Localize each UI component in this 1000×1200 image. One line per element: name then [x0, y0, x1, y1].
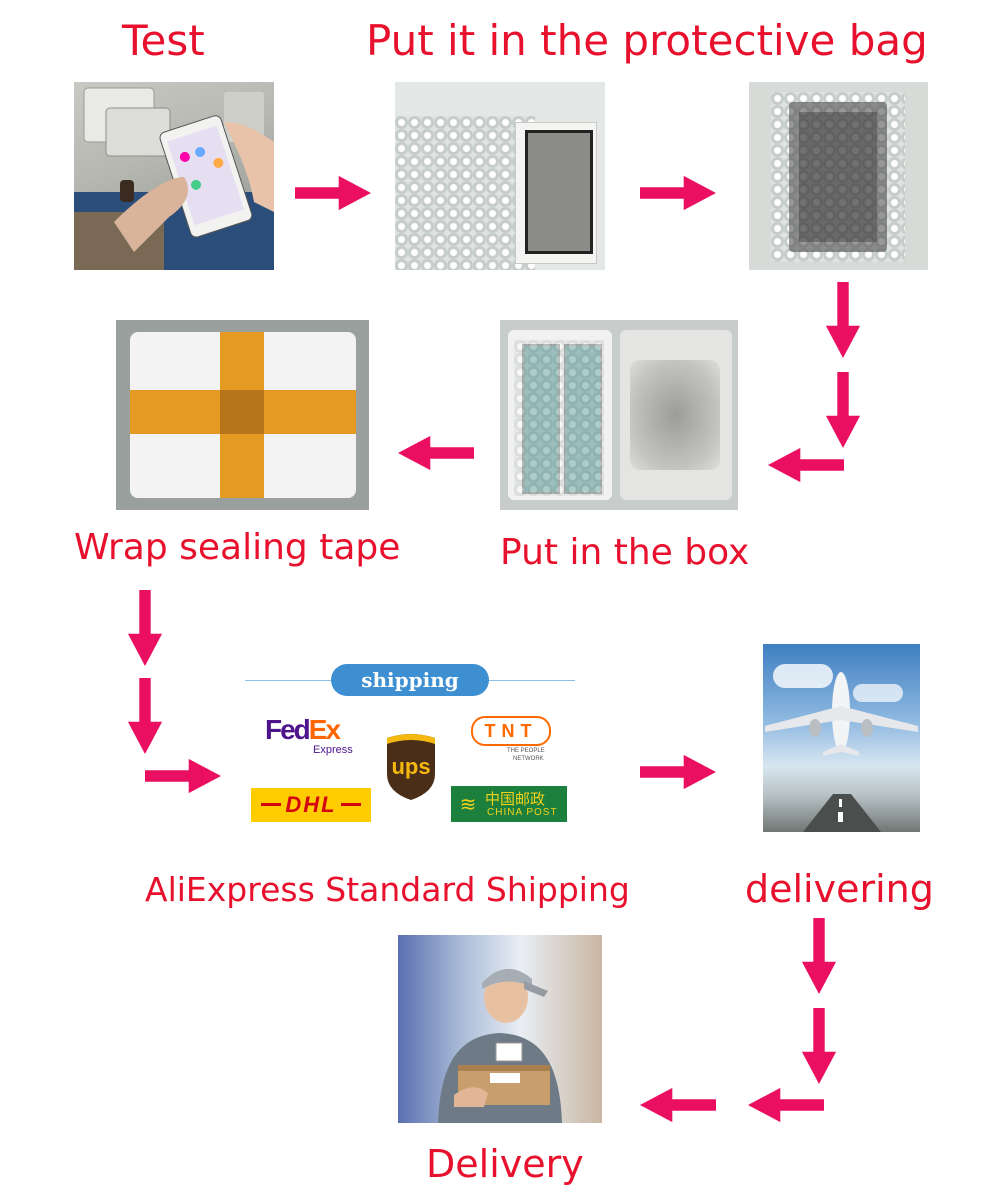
- arrow-icon-down-4: [125, 678, 165, 754]
- china-post-cn: 中国邮政: [485, 790, 546, 808]
- label-test: Test: [122, 16, 205, 65]
- fedex-fed: Fed: [265, 714, 311, 745]
- arrow-icon-box-to-tape: [398, 433, 474, 473]
- label-delivery: Delivery: [426, 1142, 584, 1186]
- fedex-logo: FedEx Express: [265, 714, 365, 758]
- arrow-icon-down-6: [799, 1008, 839, 1084]
- test-illustration: [74, 87, 274, 270]
- label-put-in-box: Put in the box: [500, 532, 750, 573]
- photo-test: [74, 82, 274, 270]
- label-aliexpress-standard-shipping: AliExpress Standard Shipping: [145, 870, 630, 909]
- tnt-tagline-2: NETWORK: [513, 756, 544, 762]
- tnt-tagline-1: THE PEOPLE: [507, 748, 545, 754]
- arrow-icon-bag-to-sealed: [640, 173, 716, 213]
- arrow-icon-test-to-bag: [295, 173, 371, 213]
- photo-sealing-tape: [116, 320, 369, 510]
- arrow-icon-shipping-to-delivering: [640, 752, 716, 792]
- bubble-wrap: [395, 116, 535, 270]
- label-delivering: delivering: [745, 867, 934, 911]
- arrow-icon-down-1: [823, 282, 863, 358]
- photo-put-in-box: [500, 320, 738, 510]
- fedex-ex: Ex: [308, 714, 341, 745]
- arrow-icon-down-2: [823, 372, 863, 448]
- dhl-logo: DHL: [251, 788, 371, 822]
- tnt-logo: TNT THE PEOPLE NETWORK: [469, 716, 559, 766]
- airplane-icon: [765, 672, 918, 832]
- fedex-express: Express: [313, 744, 353, 756]
- arrow-icon-left-to-box: [768, 445, 844, 485]
- china-post-logo: ≋ 中国邮政 CHINA POST: [451, 786, 567, 822]
- arrow-icon-right-to-shipping: [145, 756, 221, 796]
- photo-delivery-man: [398, 935, 602, 1123]
- arrow-icon-left-to-delivery: [640, 1085, 716, 1125]
- photo-protective-bag-open: [395, 82, 605, 270]
- arrow-icon-left-1: [748, 1085, 824, 1125]
- arrow-icon-down-5: [799, 918, 839, 994]
- china-post-emblem-icon: ≋: [459, 792, 477, 816]
- china-post-en: CHINA POST: [487, 807, 558, 818]
- delivery-man-illustration: [438, 968, 562, 1123]
- shipping-banner: shipping: [331, 664, 489, 696]
- photo-protective-bag-sealed: [749, 82, 928, 270]
- arrow-icon-down-3: [125, 590, 165, 666]
- label-protective-bag: Put it in the protective bag: [366, 16, 928, 65]
- dhl-text: DHL: [285, 792, 337, 817]
- photo-delivering-airplane: [763, 644, 920, 832]
- shipping-logos-panel: shipping FedEx Express ups TNT THE PEOPL…: [245, 660, 575, 830]
- label-wrap-sealing-tape: Wrap sealing tape: [74, 527, 401, 568]
- ups-text: ups: [391, 754, 431, 779]
- ups-logo: ups: [385, 732, 437, 802]
- tnt-text: TNT: [471, 716, 551, 746]
